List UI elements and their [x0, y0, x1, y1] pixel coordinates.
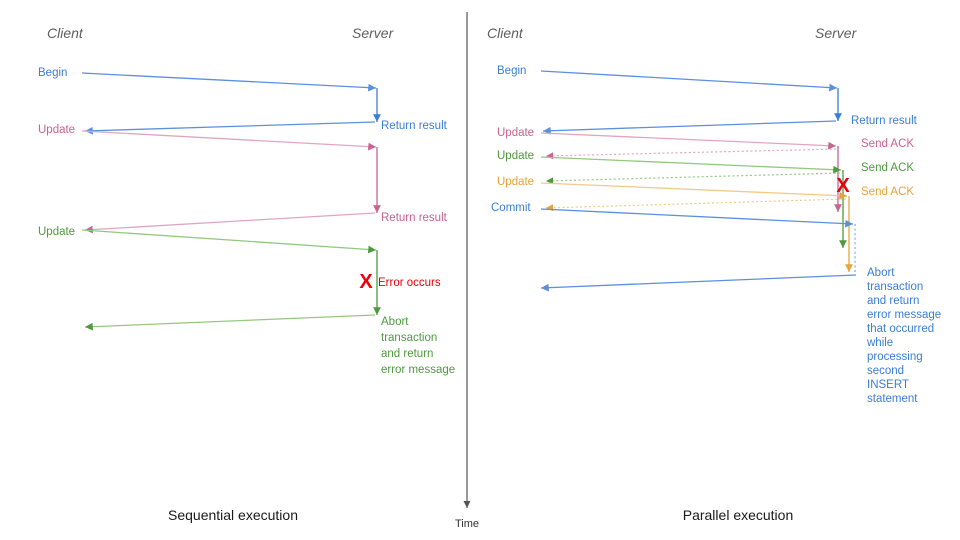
right-begin-label: Begin	[497, 65, 526, 77]
left-error-label: Error occurs	[378, 277, 441, 289]
right-abort-label-line-1: Abort	[867, 267, 895, 279]
right-client-actor-label: Client	[487, 25, 524, 41]
right-ack-2-arrow	[545, 172, 841, 185]
right-return-result-arrow	[542, 120, 837, 135]
left-abort-label-block: Abort transaction and return error messa…	[381, 316, 455, 376]
right-abort-label-line-2: transaction	[867, 281, 923, 293]
left-update-2-label: Update	[38, 226, 75, 238]
right-error-x-icon: X	[836, 175, 850, 197]
right-abort-label-line-3: and return	[867, 295, 919, 307]
right-message-abort	[540, 274, 857, 292]
right-send-ack-3-label: Send ACK	[861, 186, 914, 198]
right-abort-label-line-4: error message	[867, 309, 941, 321]
right-abort-label-block: Abort transaction and return error messa…	[866, 267, 941, 405]
left-message-abort	[84, 314, 376, 331]
right-message-update-1	[540, 132, 837, 150]
right-update-3-label: Update	[497, 176, 534, 188]
left-abort-label-line-2: transaction	[381, 332, 437, 344]
right-ack-1-arrow	[545, 148, 837, 160]
left-return-result-1-arrow	[84, 121, 376, 135]
left-return-result-2-arrow	[84, 212, 376, 234]
left-update-1-label: Update	[38, 124, 75, 136]
right-update-1-label: Update	[497, 127, 534, 139]
right-abort-label-line-9: INSERT	[867, 379, 909, 391]
time-axis-label: Time	[455, 518, 479, 530]
left-message-update-1	[81, 130, 377, 151]
right-server-actor-label: Server	[815, 25, 858, 41]
left-begin-arrow	[81, 72, 377, 92]
left-abort-arrow	[84, 314, 376, 331]
right-panel-caption: Parallel execution	[683, 507, 794, 523]
left-error-x-icon: X	[359, 271, 373, 293]
left-abort-label-line-1: Abort	[381, 316, 409, 328]
left-panel-caption: Sequential execution	[168, 507, 298, 523]
left-message-return-result-1	[84, 121, 376, 135]
left-message-begin	[81, 72, 377, 92]
right-abort-label-line-7: processing	[867, 351, 923, 363]
right-abort-label-line-8: second	[867, 365, 904, 377]
right-message-return-result	[542, 120, 837, 135]
right-commit-arrow	[540, 208, 854, 228]
left-begin-label: Begin	[38, 67, 67, 79]
right-update-1-arrow	[540, 132, 837, 150]
left-client-actor-label: Client	[47, 25, 84, 41]
right-update-2-label: Update	[497, 150, 534, 162]
right-commit-label: Commit	[491, 202, 531, 214]
right-message-begin	[540, 70, 838, 92]
right-abort-arrow	[540, 274, 857, 292]
right-abort-label-line-10: statement	[867, 393, 918, 405]
right-begin-arrow	[540, 70, 838, 92]
right-send-ack-1-label: Send ACK	[861, 138, 914, 150]
left-update-1-arrow	[81, 130, 377, 151]
right-message-ack-1	[545, 148, 837, 160]
left-abort-label-line-3: and return	[381, 348, 433, 360]
right-abort-label-line-6: while	[866, 337, 893, 349]
right-abort-label-line-5: that occurred	[867, 323, 934, 335]
right-message-update-2	[540, 156, 842, 174]
left-message-update-2	[81, 229, 377, 254]
right-update-2-arrow	[540, 156, 842, 174]
right-message-commit	[540, 208, 854, 228]
left-abort-label-line-4: error message	[381, 364, 455, 376]
right-ack-3-arrow	[545, 198, 847, 212]
right-update-3-arrow	[540, 182, 848, 200]
left-message-return-result-2	[84, 212, 376, 234]
panel-parallel: Client Server Begin Return result Update…	[487, 25, 941, 523]
right-send-ack-2-label: Send ACK	[861, 162, 914, 174]
left-update-2-arrow	[81, 229, 377, 254]
right-message-ack-2	[545, 172, 841, 185]
right-message-update-3	[540, 182, 848, 200]
right-message-ack-3	[545, 198, 847, 212]
left-return-result-1-label: Return result	[381, 120, 448, 132]
left-server-actor-label: Server	[352, 25, 395, 41]
right-return-result-label: Return result	[851, 115, 918, 127]
left-return-result-2-label: Return result	[381, 212, 448, 224]
panel-sequential: Client Server Begin Return result Update	[38, 25, 455, 523]
